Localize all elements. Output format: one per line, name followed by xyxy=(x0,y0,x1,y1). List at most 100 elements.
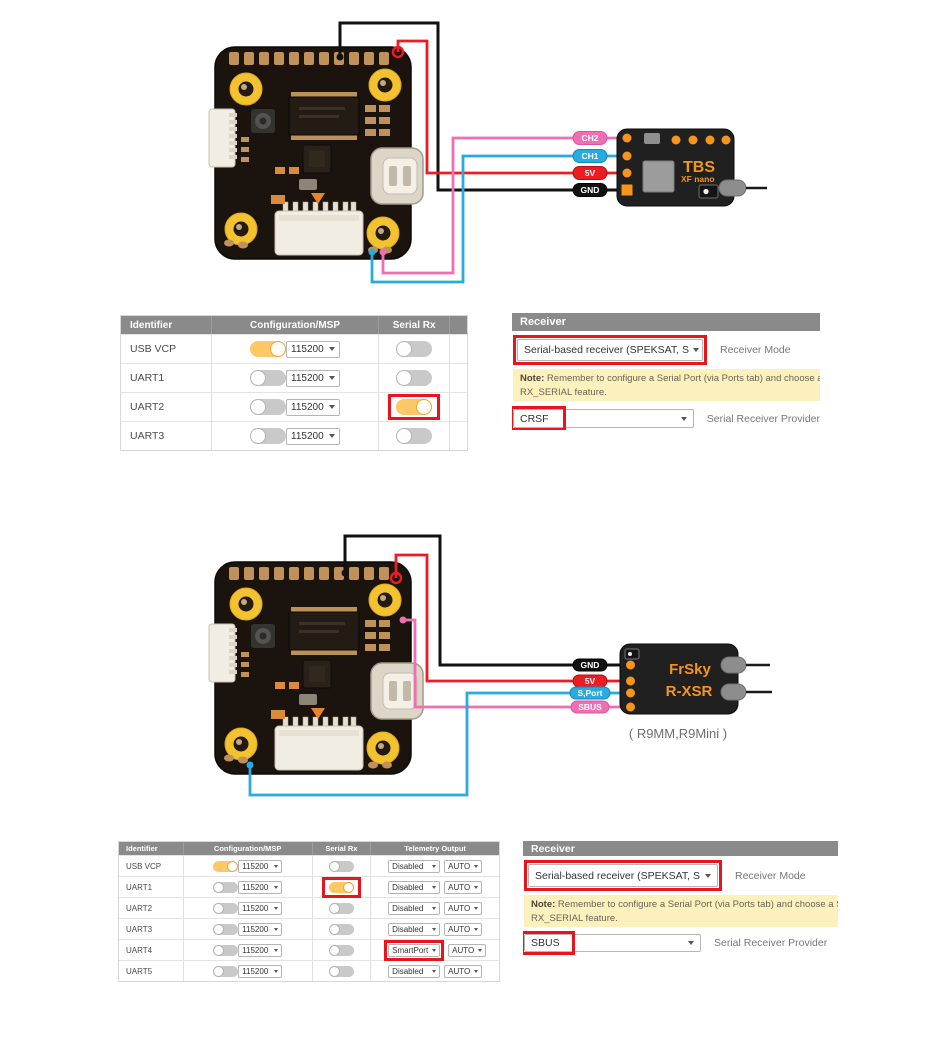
panel-title: Receiver xyxy=(512,313,820,331)
table-row: UART3 115200 xyxy=(121,421,467,450)
baud-select[interactable]: 115200 xyxy=(238,922,283,936)
dropdown-caret-icon xyxy=(432,864,437,868)
dropdown-caret-icon xyxy=(274,969,279,973)
wire-labels-bottom: GND 5V S,Port SBUS xyxy=(569,658,611,714)
dropdown-caret-icon xyxy=(478,948,483,952)
telemetry-speed-select[interactable]: AUTO xyxy=(444,964,483,978)
serial-rx-toggle[interactable] xyxy=(328,860,354,872)
telemetry-select[interactable]: Disabled xyxy=(388,901,441,915)
dropdown-caret-icon xyxy=(474,864,479,868)
panel-title: Receiver xyxy=(523,841,838,856)
msp-toggle[interactable] xyxy=(213,923,239,935)
tbs-model-text: XF nano xyxy=(681,174,715,184)
telemetry-select[interactable]: Disabled xyxy=(388,922,441,936)
serial-provider-select[interactable]: SBUS xyxy=(523,931,701,955)
dropdown-caret-icon xyxy=(474,906,479,910)
gnd-pad-dot xyxy=(341,569,349,577)
serial-rx-toggle[interactable] xyxy=(396,341,433,357)
baud-select[interactable]: 115200 xyxy=(286,369,341,387)
telemetry-select[interactable]: Disabled xyxy=(388,859,441,873)
dropdown-caret-icon xyxy=(474,885,479,889)
dropdown-caret-icon xyxy=(329,405,336,409)
dropdown-caret-icon xyxy=(329,347,336,351)
telemetry-select[interactable]: SmartPort xyxy=(388,943,441,957)
serial-rx-toggle[interactable] xyxy=(328,881,354,893)
port-identifier: UART4 xyxy=(126,945,153,955)
msp-toggle[interactable] xyxy=(213,902,239,914)
serial-rx-toggle[interactable] xyxy=(396,399,433,415)
port-identifier: UART3 xyxy=(126,924,153,934)
highlight-box: Serial-based receiver (SPEKSAT, S xyxy=(524,860,722,891)
highlight-box: Serial-based receiver (SPEKSAT, S xyxy=(513,335,707,365)
serial-rx-toggle[interactable] xyxy=(328,944,354,956)
serial-rx-toggle[interactable] xyxy=(328,902,354,914)
table-row: UART4 115200 SmartPort AUTO xyxy=(119,939,499,961)
sport-label: S,Port xyxy=(577,688,602,698)
5v-wire xyxy=(396,39,628,175)
dropdown-caret-icon xyxy=(274,948,279,952)
flight-controller-board xyxy=(208,561,424,775)
baud-select[interactable]: 115200 xyxy=(238,859,283,873)
dropdown-caret-icon xyxy=(688,941,694,945)
baud-select[interactable]: 115200 xyxy=(286,398,341,416)
receiver-mode-select[interactable]: Serial-based receiver (SPEKSAT, S xyxy=(528,864,718,887)
5v-pad-ring xyxy=(391,45,405,59)
ports-table-bottom: Identifier Configuration/MSP Serial Rx T… xyxy=(118,841,500,982)
col-configuration: Configuration/MSP xyxy=(182,842,312,855)
wire-labels-top: CH2 CH1 5V GND xyxy=(572,131,608,197)
baud-select[interactable]: 115200 xyxy=(286,340,341,358)
serial-provider-select[interactable]: CRSF xyxy=(512,406,694,430)
col-identifier: Identifier xyxy=(130,319,173,331)
telemetry-speed-select[interactable]: AUTO xyxy=(444,880,483,894)
telemetry-speed-select[interactable]: AUTO xyxy=(444,859,483,873)
col-serial-rx: Serial Rx xyxy=(311,842,371,855)
frsky-brand-text: FrSky xyxy=(669,661,711,678)
tbs-receiver: TBS XF nano xyxy=(616,128,767,207)
antenna-connector xyxy=(718,179,747,197)
diagram-bottom: FrSky R-XSR ( R9MM,R9Mini ) GND 5V S,Por… xyxy=(208,534,772,797)
baud-select[interactable]: 115200 xyxy=(238,943,283,957)
dropdown-caret-icon xyxy=(474,927,479,931)
msp-toggle[interactable] xyxy=(213,944,239,956)
baud-select[interactable]: 115200 xyxy=(238,901,283,915)
msp-toggle[interactable] xyxy=(213,965,239,977)
serial-rx-toggle[interactable] xyxy=(328,965,354,977)
col-identifier: Identifier xyxy=(126,844,158,853)
highlight-box xyxy=(388,394,441,420)
col-serial-rx: Serial Rx xyxy=(378,316,449,334)
telemetry-select[interactable]: Disabled xyxy=(388,964,441,978)
msp-toggle[interactable] xyxy=(250,399,287,415)
col-telemetry: Telemetry Output xyxy=(370,842,499,855)
ch2-wire xyxy=(381,136,628,275)
serial-rx-toggle[interactable] xyxy=(328,923,354,935)
gnd-wire xyxy=(343,534,628,667)
msp-toggle[interactable] xyxy=(250,341,287,357)
baud-select[interactable]: 115200 xyxy=(238,880,283,894)
msp-toggle[interactable] xyxy=(250,428,287,444)
msp-toggle[interactable] xyxy=(213,860,239,872)
sbus-label: SBUS xyxy=(578,702,602,712)
serial-rx-toggle[interactable] xyxy=(396,370,433,386)
telemetry-speed-select[interactable]: AUTO xyxy=(448,943,487,957)
ch1-pad-dot xyxy=(368,248,376,256)
ch2-label: CH2 xyxy=(581,133,598,143)
msp-toggle[interactable] xyxy=(213,881,239,893)
dropdown-caret-icon xyxy=(432,927,437,931)
telemetry-speed-select[interactable]: AUTO xyxy=(444,901,483,915)
receiver-caption: ( R9MM,R9Mini ) xyxy=(629,726,727,741)
dropdown-caret-icon xyxy=(474,969,479,973)
baud-select[interactable]: 115200 xyxy=(238,964,283,978)
receiver-mode-select[interactable]: Serial-based receiver (SPEKSAT, S xyxy=(517,339,703,361)
telemetry-speed-select[interactable]: AUTO xyxy=(444,922,483,936)
receiver-panel-bottom: Receiver Serial-based receiver (SPEKSAT,… xyxy=(523,841,838,955)
baud-select[interactable]: 115200 xyxy=(286,427,341,445)
receiver-panel-top: Receiver Serial-based receiver (SPEKSAT,… xyxy=(512,313,820,430)
telemetry-select[interactable]: Disabled xyxy=(388,880,441,894)
table-row: UART5 115200 Disabled AUTO xyxy=(119,960,499,981)
port-identifier: UART2 xyxy=(130,401,165,413)
msp-toggle[interactable] xyxy=(250,370,287,386)
ports-table-header: Identifier Configuration/MSP Serial Rx xyxy=(121,316,467,334)
serial-rx-toggle[interactable] xyxy=(396,428,433,444)
5v-pad-ring xyxy=(389,571,403,585)
sbus-wire xyxy=(403,618,628,709)
